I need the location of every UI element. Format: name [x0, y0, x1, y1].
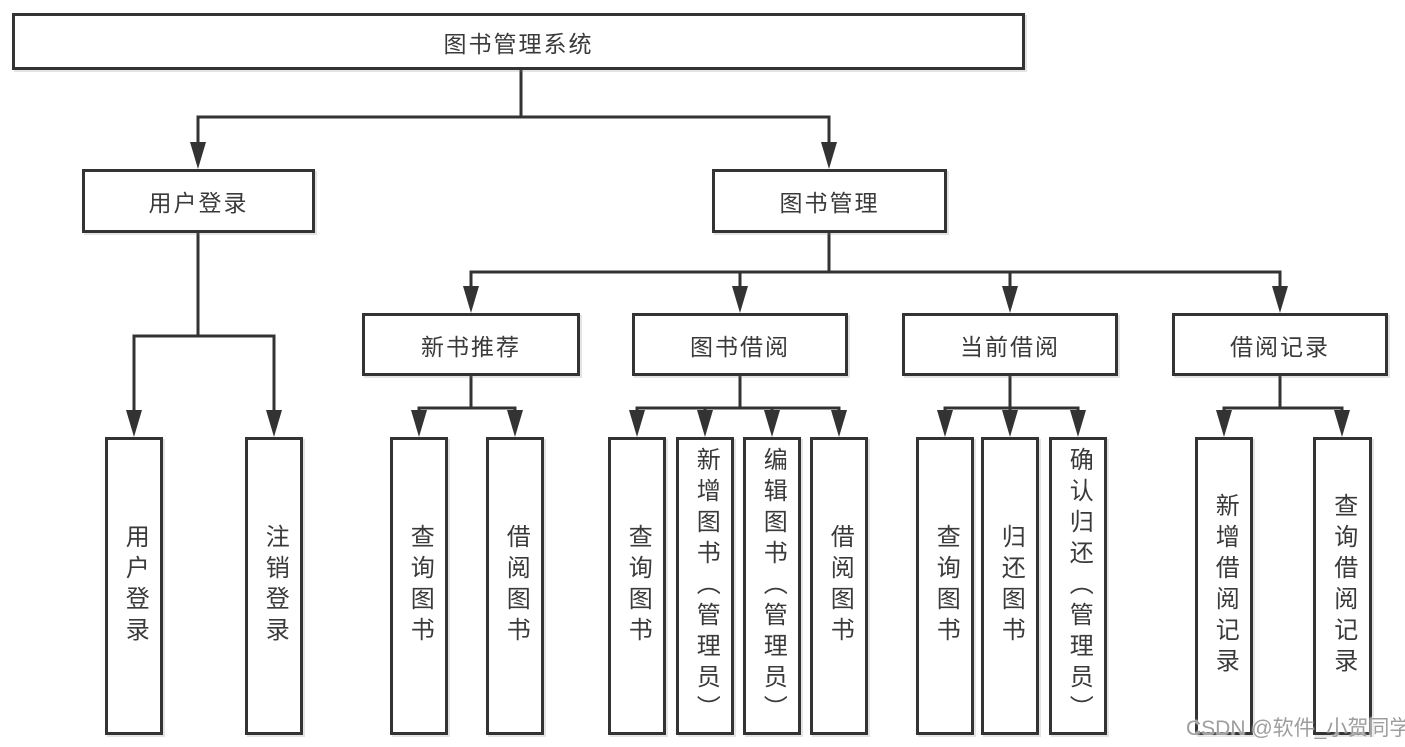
leaf-nb-query-books: 查询图书: [390, 437, 448, 735]
leaf-cb-return-books: 归还图书: [981, 437, 1039, 735]
leaf-cb-confirm-return-label: 确认归还（管理员）: [1065, 446, 1093, 726]
leaf-logout: 注销登录: [245, 437, 303, 735]
node-user-login: 用户登录: [82, 169, 315, 233]
node-borrow-record: 借阅记录: [1172, 313, 1388, 376]
leaf-br-add-record: 新增借阅记录: [1195, 437, 1253, 735]
node-new-book-rec: 新书推荐: [362, 313, 580, 376]
csdn-watermark: CSDN @软件_小贺同学: [1186, 717, 1405, 740]
node-borrow-record-label: 借阅记录: [1230, 333, 1330, 360]
node-user-login-label: 用户登录: [148, 190, 249, 216]
leaf-cb-confirm-return: 确认归还（管理员）: [1049, 437, 1107, 735]
leaf-bb-edit-books: 编辑图书（管理员）: [743, 437, 801, 735]
leaf-bb-add-books-label: 新增图书（管理员）: [692, 446, 720, 726]
node-book-mgmt-label: 图书管理: [779, 190, 880, 216]
leaf-user-login: 用户登录: [105, 437, 163, 735]
leaf-bb-edit-books-label: 编辑图书（管理员）: [759, 446, 787, 726]
leaf-user-login-label: 用户登录: [121, 524, 149, 648]
leaf-bb-borrow-books-label: 借阅图书: [826, 524, 854, 648]
node-new-book-rec-label: 新书推荐: [421, 333, 521, 360]
node-book-mgmt: 图书管理: [712, 169, 947, 233]
leaf-bb-query-books-label: 查询图书: [624, 524, 652, 648]
leaf-bb-add-books: 新增图书（管理员）: [676, 437, 734, 735]
leaf-br-query-record: 查询借阅记录: [1313, 437, 1372, 735]
leaf-nb-borrow-books: 借阅图书: [486, 437, 544, 735]
connector-borrow-record-children: [1216, 374, 1350, 437]
connector-root-to-level2: [190, 68, 837, 169]
leaf-nb-borrow-books-label: 借阅图书: [502, 524, 530, 648]
connector-current-borrow-children: [937, 374, 1086, 437]
connector-book-mgmt-children: [463, 231, 1288, 313]
leaf-nb-query-books-label: 查询图书: [406, 524, 434, 648]
leaf-br-add-record-label: 新增借阅记录: [1211, 493, 1239, 679]
leaf-bb-query-books: 查询图书: [608, 437, 666, 735]
connector-new-book-rec-children: [411, 374, 523, 437]
leaf-br-query-record-label: 查询借阅记录: [1329, 493, 1357, 679]
leaf-logout-label: 注销登录: [261, 524, 289, 648]
node-root-label: 图书管理系统: [443, 30, 594, 57]
leaf-cb-query-books-label: 查询图书: [932, 524, 960, 648]
leaf-cb-query-books: 查询图书: [916, 437, 974, 735]
node-current-borrow: 当前借阅: [902, 313, 1118, 376]
node-book-borrow: 图书借阅: [632, 313, 848, 376]
leaf-bb-borrow-books: 借阅图书: [810, 437, 868, 735]
node-book-borrow-label: 图书借阅: [690, 333, 790, 360]
connector-user-login-children: [126, 231, 282, 437]
node-current-borrow-label: 当前借阅: [960, 333, 1060, 360]
node-root: 图书管理系统: [12, 13, 1025, 70]
connector-book-borrow-children: [629, 374, 847, 437]
leaf-cb-return-books-label: 归还图书: [997, 524, 1025, 648]
